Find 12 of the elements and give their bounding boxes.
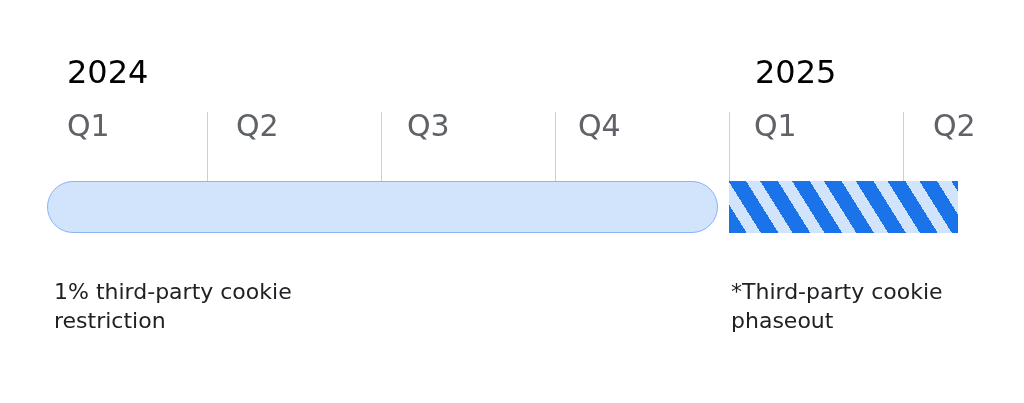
quarter-label: Q2 xyxy=(236,111,279,141)
year-label: 2024 xyxy=(67,56,149,88)
quarter-label: Q4 xyxy=(578,111,621,141)
quarter-label: Q1 xyxy=(754,111,797,141)
quarter-label: Q1 xyxy=(67,111,110,141)
striped-timeline-bar xyxy=(729,181,958,233)
year-label: 2025 xyxy=(755,56,837,88)
quarter-label: Q2 xyxy=(933,111,976,141)
quarter-label: Q3 xyxy=(407,111,450,141)
timeline-bar xyxy=(47,181,718,233)
bar-caption: *Third-party cookie phaseout xyxy=(731,278,944,335)
bar-caption: 1% third-party cookie restriction xyxy=(54,278,293,335)
